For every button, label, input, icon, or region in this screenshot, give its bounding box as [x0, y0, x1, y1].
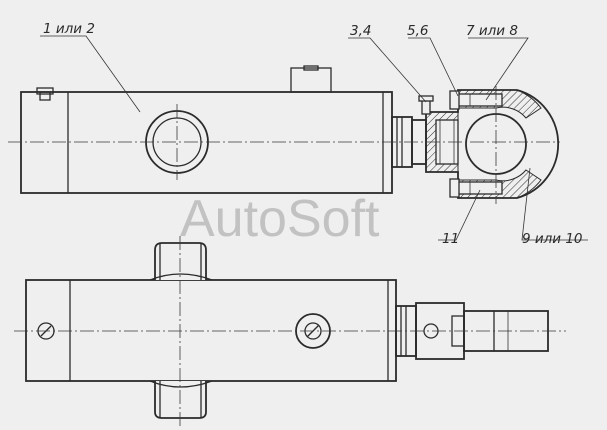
clamp-bolt-top	[457, 93, 503, 107]
leader-5-6	[408, 37, 459, 97]
callout-3-4: 3,4	[350, 23, 371, 39]
callout-11: 11	[442, 231, 459, 247]
left-bleed-fitting-base	[39, 91, 51, 101]
top-boss	[154, 242, 207, 280]
cylinder-body-plan	[25, 279, 397, 382]
clamp-bolt-bottom	[457, 181, 503, 195]
bottom-view	[14, 236, 566, 426]
top-port-nut	[303, 65, 319, 71]
leader-11	[438, 189, 481, 241]
leader-9-10	[521, 167, 588, 241]
lock-screw-head	[418, 95, 434, 102]
bottom-boss-fillet	[149, 380, 213, 388]
cylinder-body	[20, 91, 393, 194]
leader-7-8	[468, 37, 529, 101]
lock-screw	[421, 99, 431, 115]
leader-lines	[40, 35, 588, 241]
autosoft-watermark: AutoSoft	[180, 190, 380, 248]
callout-1-2: 1 или 2	[43, 21, 95, 37]
callout-7-8: 7 или 8	[466, 23, 518, 39]
port-bore-outer	[145, 110, 209, 174]
clamp-bolt-top-head	[449, 90, 460, 110]
top-port-fitting	[290, 67, 332, 93]
top-view	[8, 65, 560, 204]
top-boss-fillet	[149, 273, 213, 281]
clamp-bolt-bottom-head	[449, 178, 460, 198]
bottom-boss	[154, 381, 207, 419]
leader-1-2	[40, 35, 141, 113]
callout-9-10: 9 или 10	[522, 231, 583, 247]
callout-5-6: 5,6	[407, 23, 428, 39]
left-bleed-fitting	[36, 87, 54, 95]
leader-3-4	[348, 37, 427, 103]
